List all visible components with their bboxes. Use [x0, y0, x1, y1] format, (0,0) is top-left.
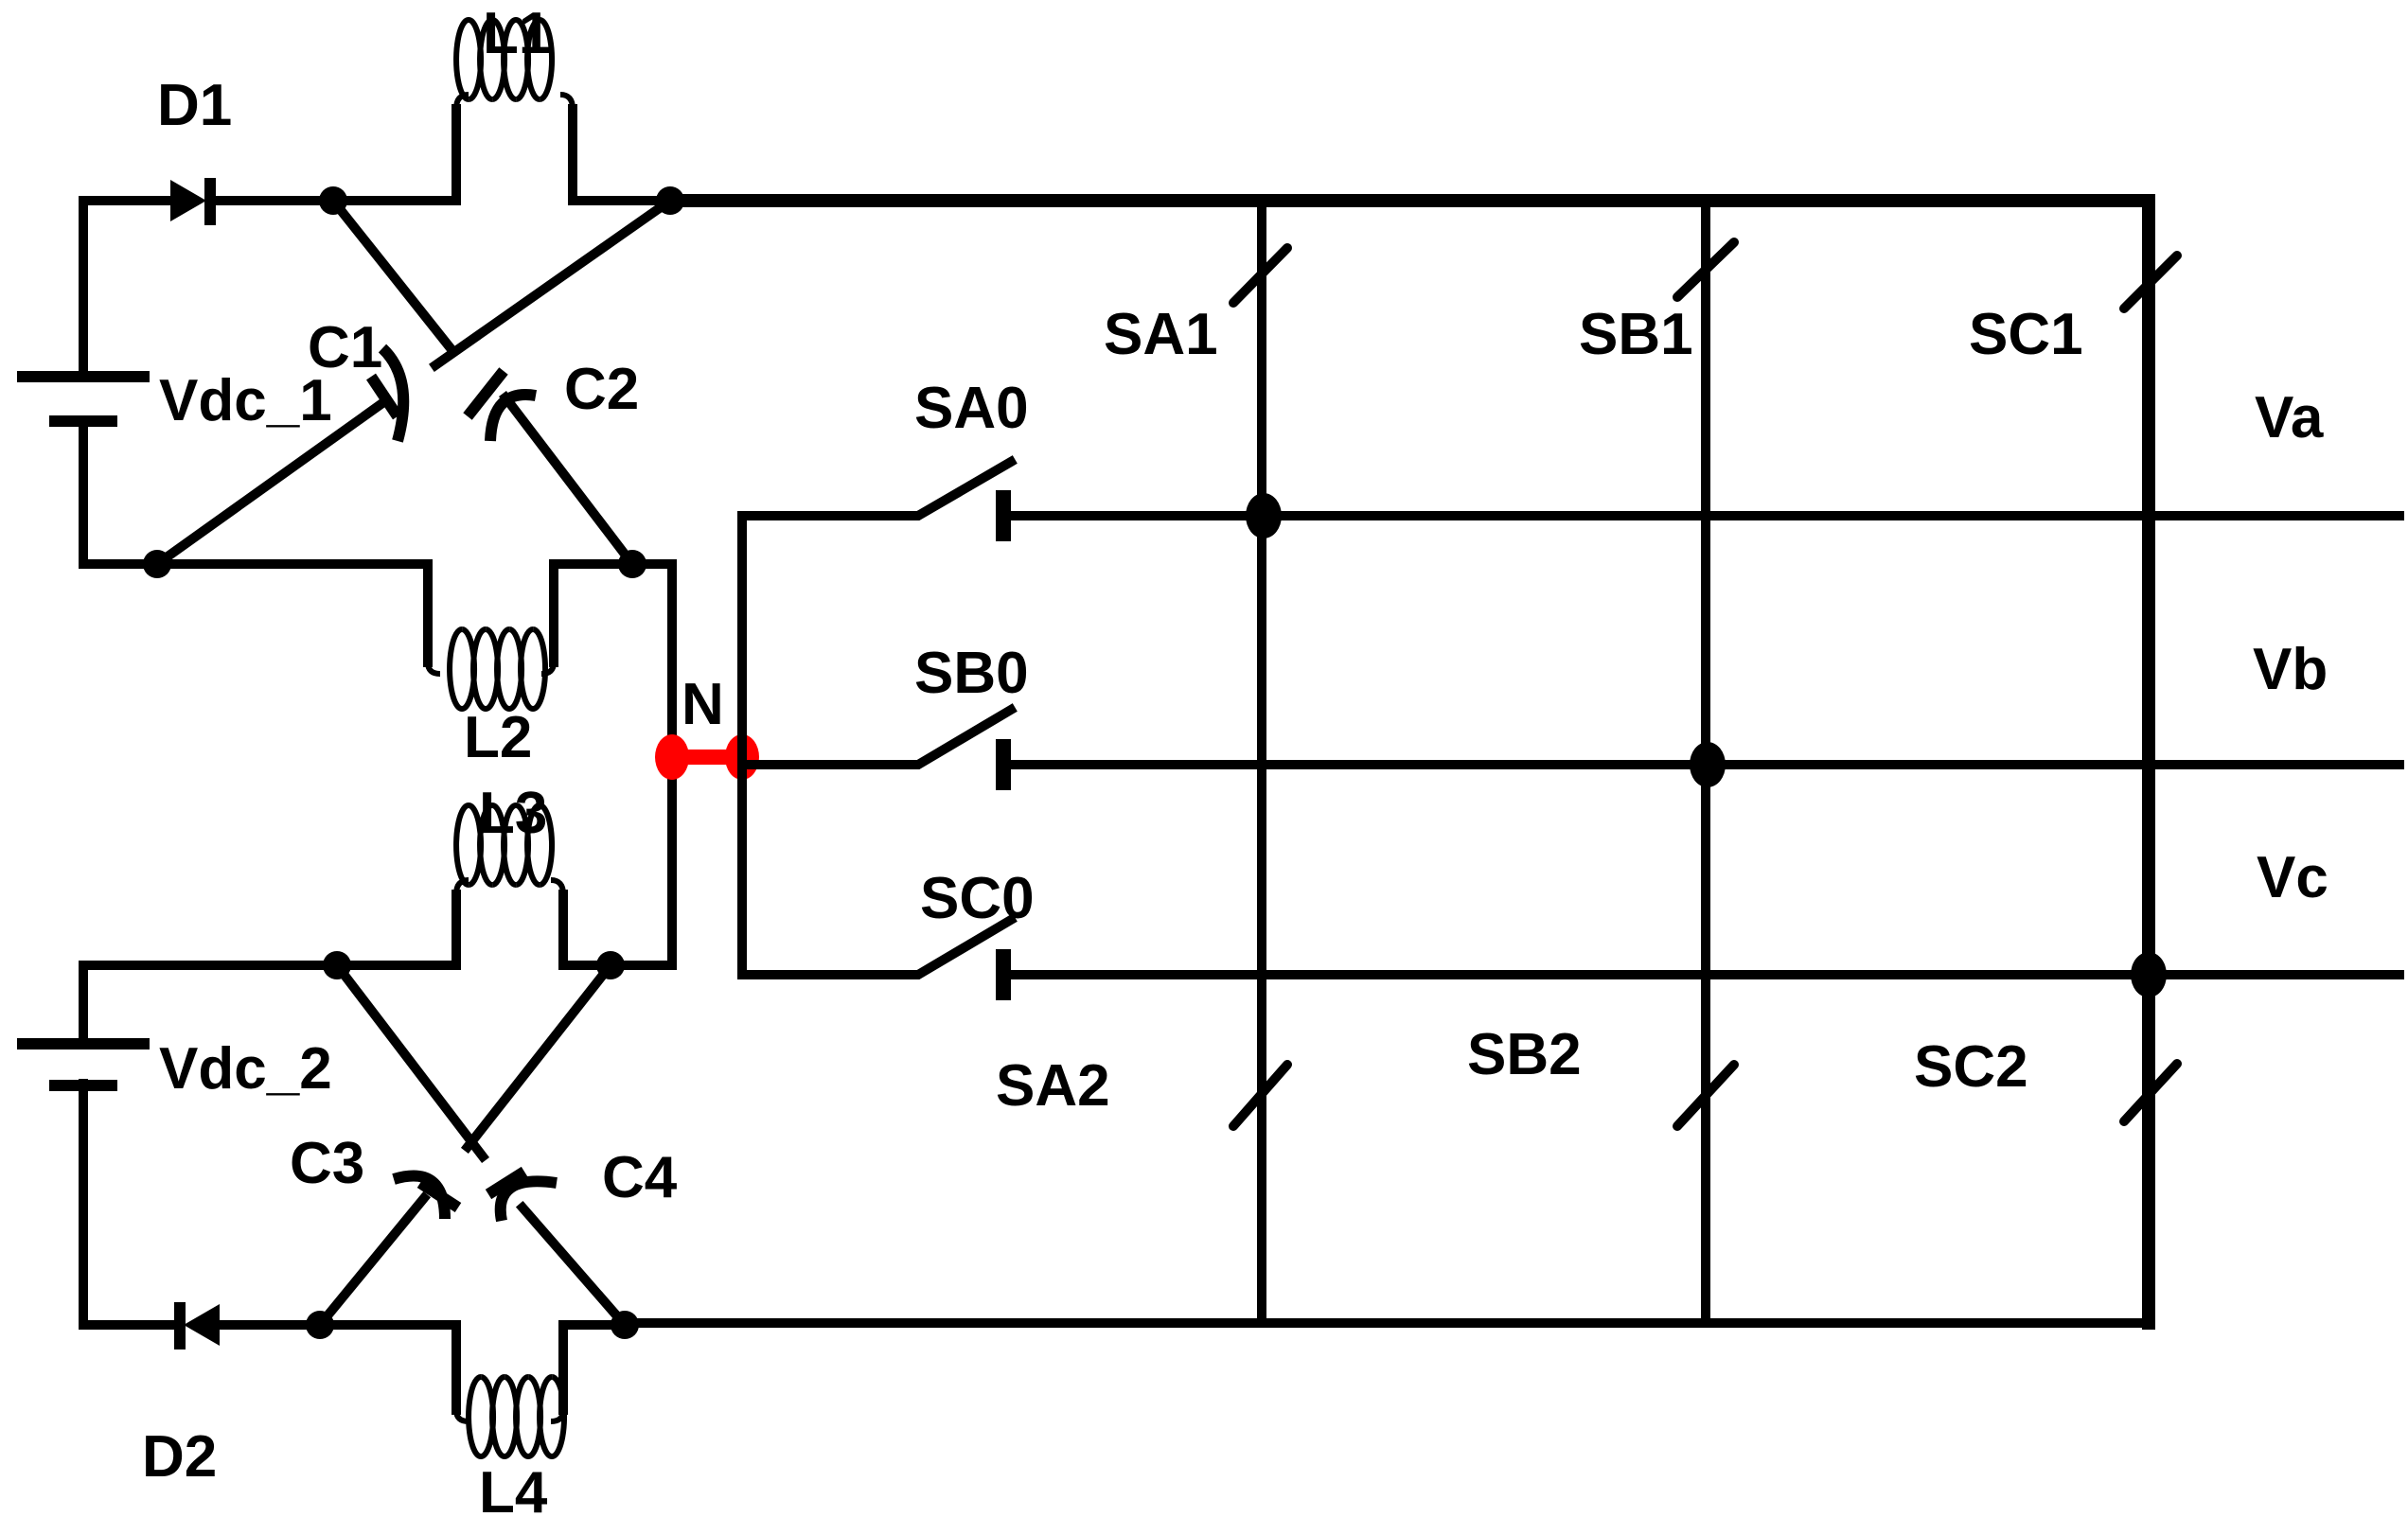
switch-sb0-contact	[996, 739, 1011, 790]
capacitor-c3-symbol	[392, 1170, 462, 1220]
capacitor-c2-symbol	[463, 367, 538, 442]
label-d1: D1	[157, 73, 232, 138]
capacitor-c4-symbol	[485, 1166, 558, 1223]
lower-top-rail	[79, 752, 677, 970]
switch-sb0-wire	[737, 703, 1709, 769]
label-sa2: SA2	[996, 1053, 1110, 1119]
diode-d2-symbol	[174, 1302, 220, 1349]
junction-dot	[306, 1311, 334, 1339]
upper-to-neutral-wire	[628, 559, 677, 762]
label-l3: L3	[479, 781, 547, 846]
label-c3: C3	[290, 1131, 364, 1196]
capacitor-c2-branch	[326, 193, 640, 572]
label-n: N	[682, 672, 724, 737]
junction-dot	[2131, 952, 2167, 997]
label-vdc2: Vdc_2	[159, 1036, 332, 1102]
switch-sc0-wire	[737, 913, 2151, 979]
label-vdc1: Vdc_1	[159, 368, 332, 433]
switch-sa0-wire	[737, 455, 1264, 520]
inductor-l3-coil	[453, 803, 566, 895]
switch-sa2-slash	[1229, 1060, 1292, 1131]
lower-source-left-wire	[79, 961, 173, 1330]
component-labels: D1 L1 C1 C2 Vdc_1 L2 N L3 Vdc_2 C3 C4 D2…	[142, 1, 2328, 1517]
label-l2: L2	[464, 705, 532, 770]
switch-sb2-slash	[1673, 1060, 1739, 1131]
switch-sa1-slash	[1229, 243, 1292, 308]
label-c1: C1	[308, 315, 382, 380]
inductor-l4-coil	[453, 1374, 568, 1459]
capacitor-c3-branch	[312, 958, 618, 1332]
label-vc: Vc	[2257, 845, 2328, 910]
lower-impedance-network	[17, 752, 677, 1459]
junction-dot	[143, 550, 171, 578]
junction-dot	[319, 186, 347, 215]
neutral-switch-group	[737, 455, 2151, 1000]
upper-source-left-wire	[79, 196, 162, 569]
upper-bottom-rail	[152, 559, 677, 667]
junction-dot	[1246, 493, 1282, 538]
label-d2: D2	[142, 1424, 217, 1490]
capacitor-c1-symbol	[366, 344, 410, 443]
battery-vdc1-symbol	[17, 371, 150, 427]
label-sc2: SC2	[1914, 1034, 2028, 1100]
label-sb1: SB1	[1579, 302, 1693, 367]
battery-vdc2-symbol	[17, 1038, 150, 1091]
positive-dc-bus	[664, 194, 2155, 1330]
inductor-l1-leads	[328, 104, 675, 205]
junction-dot	[1690, 742, 1726, 787]
switch-sc1-slash	[2119, 251, 2182, 313]
label-c2: C2	[564, 357, 639, 422]
junction-dot	[596, 951, 625, 979]
label-l1: L1	[483, 1, 551, 66]
junction-dot	[618, 550, 646, 578]
bridge-legs	[620, 194, 2404, 1330]
diode-d1-symbol	[170, 178, 216, 225]
switch-sa0-contact	[996, 490, 1011, 541]
inductor-l2-coil	[425, 626, 557, 712]
label-vb: Vb	[2253, 637, 2328, 702]
label-sb2: SB2	[1467, 1022, 1582, 1087]
capacitor-c4-branch	[329, 958, 632, 1332]
switch-sc0-contact	[996, 949, 1011, 1000]
capacitor-c1-branch	[150, 194, 677, 571]
switch-sb1-slash	[1673, 238, 1739, 302]
junction-dot	[323, 951, 351, 979]
inductor-l4-leads	[315, 1320, 629, 1415]
label-sa0: SA0	[914, 376, 1029, 441]
label-sb0: SB0	[914, 641, 1029, 706]
label-sc0: SC0	[920, 866, 1035, 931]
label-sa1: SA1	[1104, 302, 1218, 367]
label-sc1: SC1	[1969, 302, 2083, 367]
label-va: Va	[2255, 385, 2324, 450]
label-c4: C4	[602, 1145, 678, 1210]
inductor-l1-coil	[453, 17, 575, 110]
switch-sc2-slash	[2119, 1059, 2182, 1126]
upper-impedance-network	[17, 17, 684, 762]
label-l4: L4	[479, 1460, 548, 1517]
